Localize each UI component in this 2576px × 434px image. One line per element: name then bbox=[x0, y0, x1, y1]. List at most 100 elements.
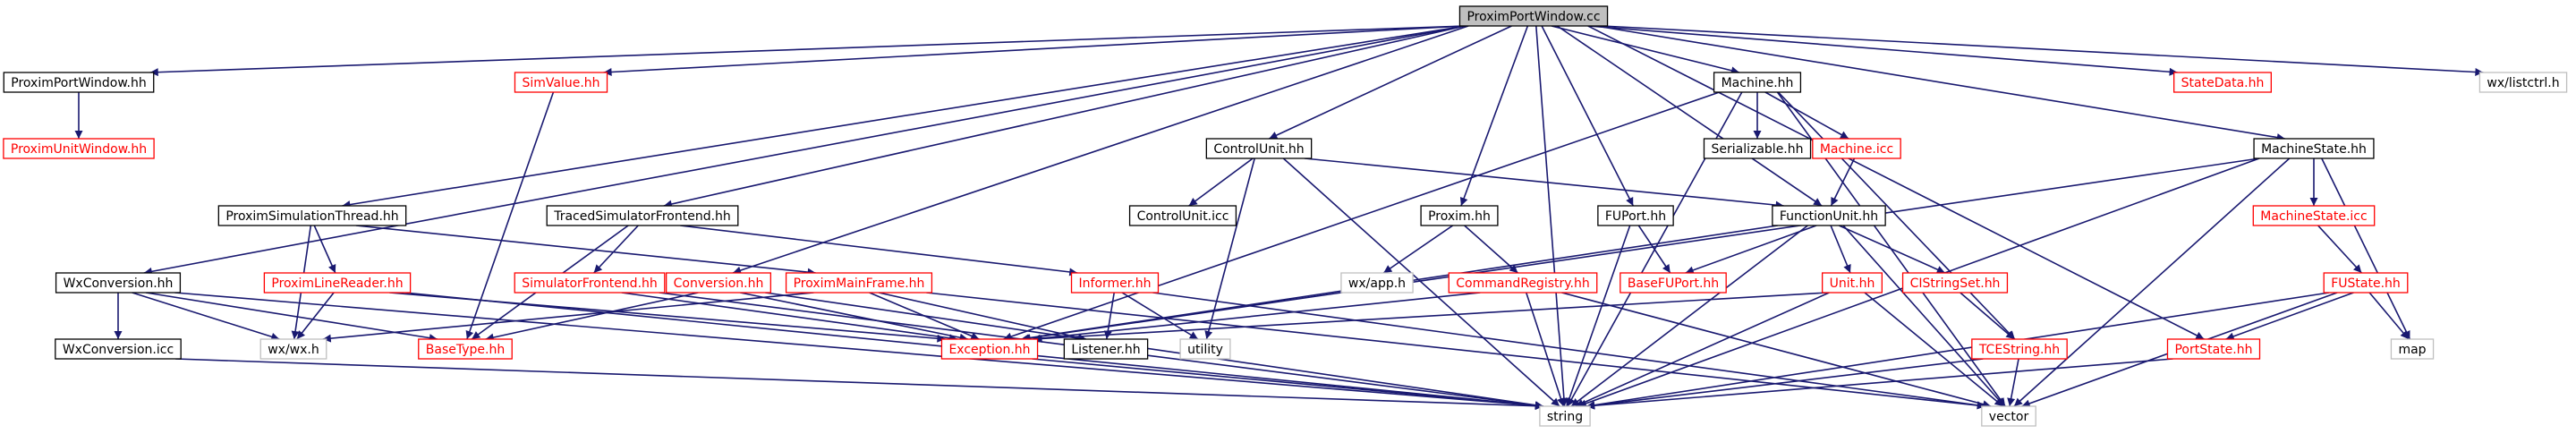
node-box bbox=[2173, 72, 2272, 93]
node-label: BaseFUPort.hh bbox=[1628, 277, 1719, 291]
node-label: wx/listctrl.h bbox=[2487, 76, 2559, 90]
node-controlunit-icc[interactable]: ControlUnit.icc bbox=[1128, 205, 1237, 226]
node-controlunit[interactable]: ControlUnit.hh bbox=[1205, 138, 1313, 159]
node-pmf[interactable]: ProximMainFrame.hh bbox=[785, 272, 933, 294]
edge-plr-to-wxwx bbox=[296, 292, 335, 340]
node-box bbox=[1448, 272, 1598, 294]
node-wxconversion[interactable]: WxConversion.hh bbox=[55, 272, 182, 294]
edge-machine-icc-to-functionunit bbox=[1830, 157, 1856, 207]
node-fuport[interactable]: FUPort.hh bbox=[1597, 205, 1674, 226]
edge-tsf-to-simfrontend bbox=[593, 225, 639, 274]
edge-pmf-to-wxwx bbox=[322, 292, 814, 343]
edge-pmf-to-exception bbox=[869, 292, 980, 340]
edge-machinestate-to-vector bbox=[2013, 157, 2291, 407]
node-proxim[interactable]: Proxim.hh bbox=[1420, 205, 1499, 226]
node-label: BaseType.hh bbox=[426, 343, 505, 357]
node-statedata[interactable]: StateData.hh bbox=[2173, 72, 2272, 93]
edge-tsf-to-informer bbox=[680, 225, 1078, 277]
node-wxapp[interactable]: wx/app.h bbox=[1340, 272, 1414, 294]
node-wxconversion-icc[interactable]: WxConversion.icc bbox=[55, 338, 182, 360]
edge-root-to-simvalue bbox=[603, 25, 1466, 77]
edge-cistringset-to-tcestring bbox=[1960, 292, 2015, 340]
node-utility[interactable]: utility bbox=[1179, 338, 1231, 360]
edge-fustate-to-portstate bbox=[2225, 292, 2354, 341]
node-machine[interactable]: Machine.hh bbox=[1713, 72, 1802, 93]
edge-fustate-to-string bbox=[1586, 292, 2330, 410]
node-plr[interactable]: ProximLineReader.hh bbox=[263, 272, 412, 294]
node-label: Listener.hh bbox=[1071, 343, 1140, 357]
node-simvalue[interactable]: SimValue.hh bbox=[514, 72, 608, 93]
node-conversion[interactable]: Conversion.hh bbox=[666, 272, 771, 294]
node-box bbox=[1821, 272, 1883, 294]
node-label: PortState.hh bbox=[2174, 343, 2252, 357]
node-box bbox=[1901, 272, 2009, 294]
node-machinestate-icc[interactable]: MachineState.icc bbox=[2252, 205, 2376, 226]
node-label: WxConversion.hh bbox=[64, 277, 174, 291]
node-functionunit[interactable]: FunctionUnit.hh bbox=[1772, 205, 1886, 226]
node-listener[interactable]: Listener.hh bbox=[1063, 338, 1149, 360]
node-cmdreg[interactable]: CommandRegistry.hh bbox=[1448, 272, 1598, 294]
node-box bbox=[1070, 272, 1160, 294]
node-box bbox=[1812, 138, 1901, 159]
edge-functionunit-to-cistringset bbox=[1838, 225, 1946, 274]
edge-proxim-to-wxapp bbox=[1382, 225, 1454, 274]
node-informer[interactable]: Informer.hh bbox=[1070, 272, 1160, 294]
node-listctrl[interactable]: wx/listctrl.h bbox=[2478, 72, 2568, 93]
node-label: FUState.hh bbox=[2331, 277, 2401, 291]
node-label: vector bbox=[1989, 410, 2029, 424]
edge-pst-to-plr bbox=[313, 225, 336, 274]
node-box bbox=[259, 338, 327, 360]
edge-pmf-to-vector bbox=[926, 292, 1985, 410]
node-box bbox=[2252, 205, 2376, 226]
node-exception[interactable]: Exception.hh bbox=[940, 338, 1039, 360]
node-label: WxConversion.icc bbox=[63, 343, 174, 357]
node-tsf[interactable]: TracedSimulatorFrontend.hh bbox=[546, 205, 739, 226]
node-label: FUPort.hh bbox=[1605, 209, 1666, 224]
node-box bbox=[1703, 138, 1812, 159]
edge-controlunit-to-controlunit-icc bbox=[1188, 157, 1254, 207]
node-portstate[interactable]: PortState.hh bbox=[2166, 338, 2261, 360]
node-label: wx/wx.h bbox=[268, 343, 319, 357]
node-box bbox=[1713, 72, 1802, 93]
edge-tcestring-to-vector bbox=[2007, 358, 2019, 407]
node-machinestate[interactable]: MachineState.hh bbox=[2253, 138, 2375, 159]
edge-wxconversion-to-basetype bbox=[145, 292, 438, 343]
node-machine-icc[interactable]: Machine.icc bbox=[1812, 138, 1901, 159]
node-box bbox=[514, 272, 666, 294]
node-label: Proxim.hh bbox=[1428, 209, 1491, 224]
node-label: FunctionUnit.hh bbox=[1780, 209, 1878, 224]
node-box bbox=[3, 72, 155, 93]
node-box bbox=[263, 272, 412, 294]
node-box bbox=[1620, 272, 1727, 294]
edges-layer bbox=[74, 25, 2484, 411]
node-box bbox=[1539, 405, 1591, 427]
node-root[interactable]: ProximPortWindow.cc bbox=[1458, 5, 1609, 27]
node-vector[interactable]: vector bbox=[1981, 405, 2036, 427]
node-unit[interactable]: Unit.hh bbox=[1821, 272, 1883, 294]
edge-root-to-controlunit bbox=[1269, 25, 1512, 140]
node-map[interactable]: map bbox=[2390, 338, 2435, 360]
edge-functionunit-to-vector bbox=[1842, 225, 2005, 407]
edge-simvalue-to-basetype bbox=[465, 91, 555, 340]
node-fustate[interactable]: FUState.hh bbox=[2323, 272, 2409, 294]
node-wxwx[interactable]: wx/wx.h bbox=[259, 338, 327, 360]
node-label: CommandRegistry.hh bbox=[1456, 277, 1589, 291]
edge-simfrontend-to-exception bbox=[621, 292, 958, 343]
node-cistringset[interactable]: CIStringSet.hh bbox=[1901, 272, 2009, 294]
node-label: ControlUnit.icc bbox=[1137, 209, 1229, 224]
node-string[interactable]: string bbox=[1539, 405, 1591, 427]
node-box bbox=[1458, 5, 1609, 27]
edge-controlunit-to-utility bbox=[1204, 157, 1255, 340]
node-label: Serializable.hh bbox=[1711, 142, 1803, 157]
node-pst[interactable]: ProximSimulationThread.hh bbox=[217, 205, 407, 226]
node-tcestring[interactable]: TCEString.hh bbox=[1971, 338, 2068, 360]
edge-functionunit-to-string bbox=[1570, 225, 1808, 407]
node-box bbox=[785, 272, 933, 294]
node-ppw-hh[interactable]: ProximPortWindow.hh bbox=[3, 72, 155, 93]
edge-controlunit-to-string bbox=[1282, 157, 1560, 407]
node-basefuport[interactable]: BaseFUPort.hh bbox=[1620, 272, 1727, 294]
node-serializable[interactable]: Serializable.hh bbox=[1703, 138, 1812, 159]
node-simfrontend[interactable]: SimulatorFrontend.hh bbox=[514, 272, 666, 294]
node-basetype[interactable]: BaseType.hh bbox=[418, 338, 513, 360]
node-puw-hh[interactable]: ProximUnitWindow.hh bbox=[3, 138, 155, 159]
